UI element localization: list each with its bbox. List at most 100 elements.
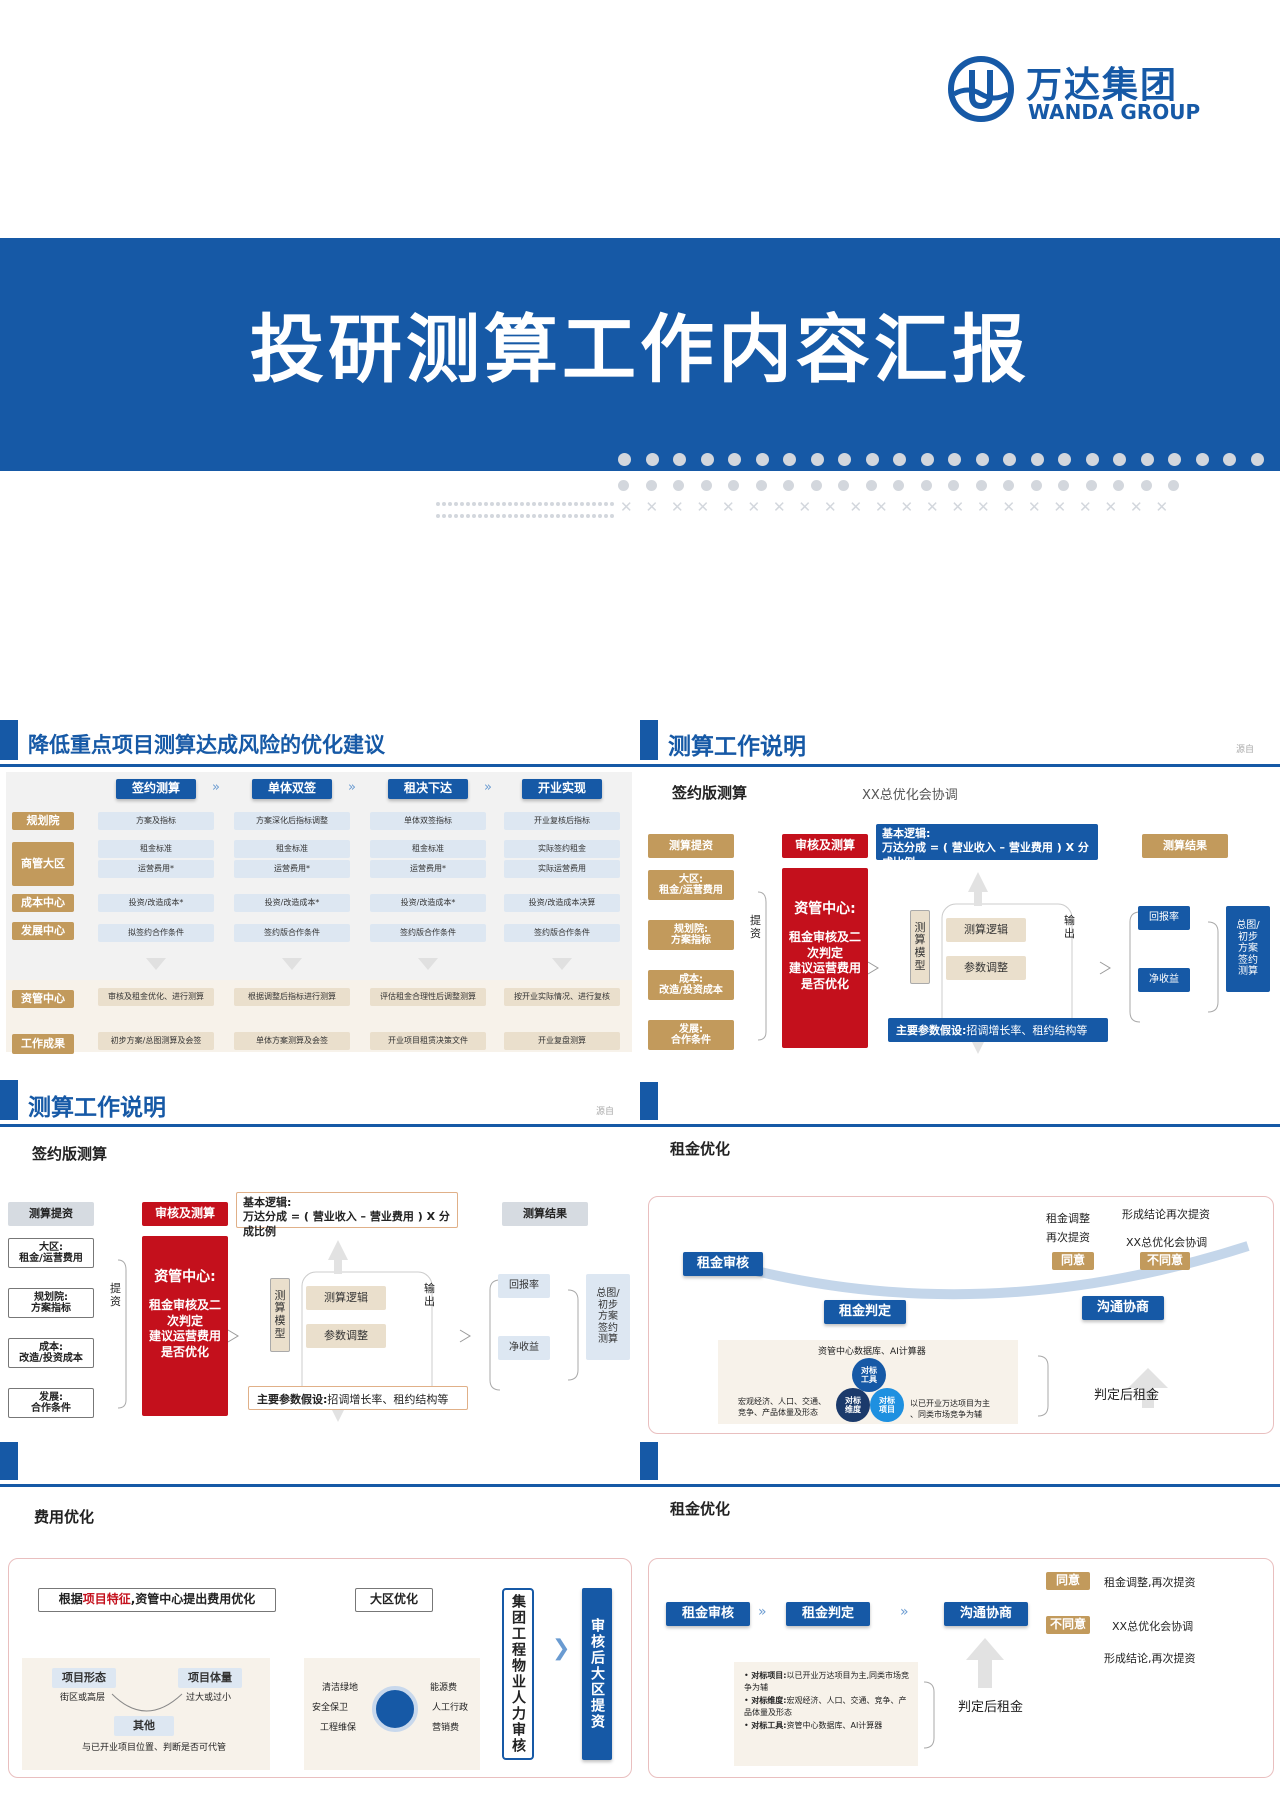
logo-en: WANDA GROUP: [1028, 100, 1201, 124]
grid-cell: 运营费用*: [370, 860, 486, 878]
cost-item: 营销费: [432, 1723, 460, 1733]
grid-cell: 投资/改造成本*: [370, 894, 486, 912]
calc-input-1: 规划院: 方案指标: [8, 1288, 94, 1318]
grid-cell: 拟签约合作条件: [98, 924, 214, 942]
grid-cell: 租金标准: [234, 840, 350, 858]
grid-cell: 开业项目租赁决策文件: [370, 1032, 486, 1050]
grid-cell: 实际签约租金: [504, 840, 620, 858]
grid-cell: 审核及租金优化、进行测算: [98, 988, 214, 1006]
logo-cn: 万达集团: [1026, 65, 1179, 106]
stage-2: 租决下达: [388, 779, 468, 799]
calc-input-0: 大区: 租金/运营费用: [8, 1238, 94, 1268]
grid-cell: 单体双签指标: [370, 812, 486, 830]
final-box: 审核后大区提资: [582, 1588, 612, 1760]
calc-input-title: 测算提资: [8, 1202, 94, 1226]
calc-input-3: 发展: 合作条件: [648, 1020, 734, 1050]
net-income: 净收益: [498, 1336, 550, 1360]
row-label-2: 成本中心: [12, 894, 74, 912]
grid-cell: 单体方案测算及会签: [234, 1032, 350, 1050]
grid-cell: 开业复核后指标: [504, 812, 620, 830]
review-pill: 审核及测算: [782, 834, 868, 858]
model-param: 参数调整: [946, 956, 1026, 980]
grid-cell: 租金标准: [98, 840, 214, 858]
model-param: 参数调整: [306, 1324, 386, 1348]
calc-result-title: 测算结果: [1142, 834, 1228, 858]
grid-cell: 方案及指标: [98, 812, 214, 830]
region-opt-box: 大区优化: [355, 1588, 433, 1612]
grid-cell: 评估租金合理性后调整测算: [370, 988, 486, 1006]
calc-input-2: 成本: 改造/投资成本: [8, 1338, 94, 1368]
slide-rent-b-title: 租金优化: [670, 1500, 731, 1518]
calc-result-title: 测算结果: [502, 1202, 588, 1226]
asset-center-box: 资管中心: 租金审核及二次判定 建议运营费用 是否优化: [782, 868, 868, 1048]
assume-box: 主要参数假设:招调增长率、租约结构等: [888, 1018, 1108, 1042]
logic-box: 基本逻辑:万达分成 = ( 营业收入 – 营业费用 ) X 分成比例: [876, 824, 1098, 869]
review-pill: 审核及测算: [142, 1202, 228, 1226]
row-label-0: 规划院: [12, 812, 74, 830]
stage-3: 开业实现: [522, 779, 602, 799]
slide-calc-a-sub: 签约版测算: [672, 784, 748, 802]
calc-input-0: 大区: 租金/运营费用: [648, 870, 734, 900]
grid-cell: 签约版合作条件: [370, 924, 486, 942]
rent-review-pill: 租金审核: [683, 1252, 763, 1276]
row-label-3: 发展中心: [12, 922, 74, 940]
cost-item: 人工行政: [432, 1703, 469, 1713]
wanda-logo: 万达集团 WANDA GROUP: [948, 56, 1218, 126]
title-banner: [0, 238, 1280, 471]
grid-cell: 签约版合作条件: [234, 924, 350, 942]
grid-cell: 投资/改造成本决算: [504, 894, 620, 912]
cost-item: 工程维保: [320, 1723, 357, 1733]
agree-badge: 同意: [1052, 1252, 1094, 1270]
grid-cell: 投资/改造成本*: [98, 894, 214, 912]
cost-item: 安全保卫: [312, 1703, 349, 1713]
disagree-badge: 不同意: [1140, 1252, 1190, 1270]
grid-cell: 签约版合作条件: [504, 924, 620, 942]
model-logic: 测算逻辑: [946, 918, 1026, 942]
rent-judge-pill: 租金判定: [824, 1300, 906, 1324]
wanda-logo-icon: [948, 56, 1014, 122]
slide-calc-b-sub: 签约版测算: [32, 1145, 108, 1163]
row-label-1: 商管大区: [12, 842, 74, 886]
final-calc: 总图/ 初步 方案 签约 测算: [1226, 906, 1270, 992]
model-label: 测 算 模 型: [270, 1278, 290, 1352]
slide-cost-title: 费用优化: [34, 1508, 95, 1526]
calc-input-title: 测算提资: [648, 834, 734, 858]
calc-input-1: 规划院: 方案指标: [648, 920, 734, 950]
after-rent-label: 判定后租金: [1094, 1388, 1160, 1403]
logic-box: 基本逻辑:万达分成 = ( 营业收入 – 营业费用 ) X 分成比例: [236, 1192, 458, 1238]
page-title: 投研测算工作内容汇报: [250, 307, 1030, 393]
calc-input-2: 成本: 改造/投资成本: [648, 970, 734, 1000]
net-income: 净收益: [1138, 968, 1190, 992]
row-label-5: 工作成果: [12, 1034, 74, 1054]
model-logic: 测算逻辑: [306, 1286, 386, 1310]
audit-box: 集团工程物业人力审核: [502, 1588, 534, 1760]
asset-center-box: 资管中心: 租金审核及二次判定 建议运营费用 是否优化: [142, 1236, 228, 1416]
return-rate: 回报率: [498, 1274, 550, 1298]
negotiate-pill: 沟通协商: [1082, 1296, 1164, 1320]
bench-tool-circle: 对标 工具: [852, 1358, 886, 1392]
grid-cell: 投资/改造成本*: [234, 894, 350, 912]
grid-cell: 根据调整后指标进行测算: [234, 988, 350, 1006]
grid-cell: 租金标准: [370, 840, 486, 858]
slide-calc-b-title: 测算工作说明: [28, 1095, 166, 1121]
slide-risk-title: 降低重点项目测算达成风险的优化建议: [28, 733, 385, 757]
bench-proj-circle: 对标 项目: [870, 1388, 904, 1422]
slide-calc-a-title: 测算工作说明: [668, 734, 806, 760]
return-rate: 回报率: [1138, 906, 1190, 930]
stage-1: 单体双签: [252, 779, 332, 799]
model-label: 测 算 模 型: [910, 910, 930, 984]
grid-cell: 方案深化后指标调整: [234, 812, 350, 830]
row-label-4: 资管中心: [12, 990, 74, 1008]
final-calc: 总图/ 初步 方案 签约 测算: [586, 1274, 630, 1360]
cost-hub-icon: [372, 1686, 418, 1732]
grid-cell: 运营费用*: [98, 860, 214, 878]
bench-dim-circle: 对标 维度: [836, 1388, 870, 1422]
basis-box: 根据项目特征,资管中心提出费用优化: [38, 1588, 276, 1612]
grid-cell: 运营费用*: [234, 860, 350, 878]
cost-item: 能源费: [430, 1683, 458, 1693]
grid-cell: 开业复盘测算: [504, 1032, 620, 1050]
assume-box: 主要参数假设:招调增长率、租约结构等: [248, 1386, 468, 1410]
grid-cell: 实际运营费用: [504, 860, 620, 878]
slide-rent-a-title: 租金优化: [670, 1140, 731, 1158]
grid-cell: 按开业实际情况、进行复核: [504, 988, 620, 1006]
